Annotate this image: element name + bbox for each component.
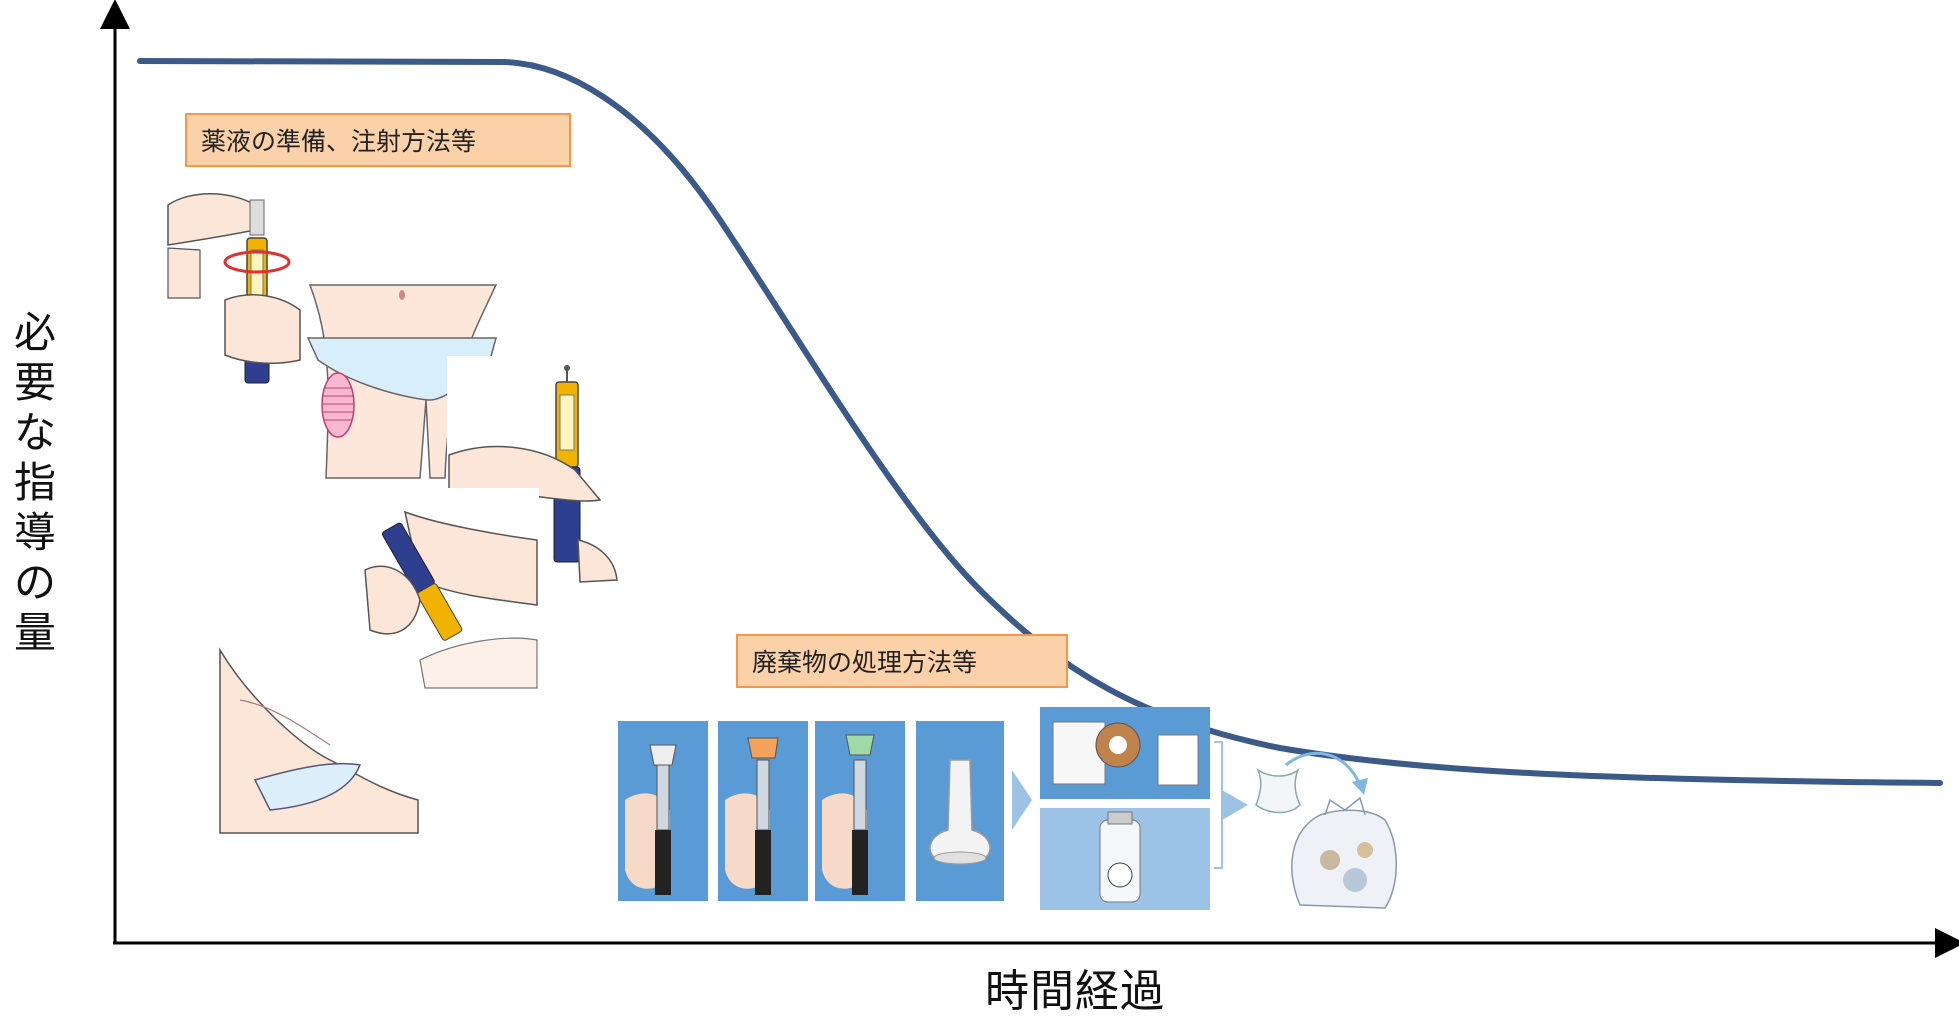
sharps-box-and-paper-box xyxy=(1040,707,1210,799)
bracket-connector xyxy=(1214,741,1223,869)
garbage-bag-icon xyxy=(1291,796,1397,909)
needle-removal-step1 xyxy=(618,721,708,901)
curved-arrow-head xyxy=(1352,778,1368,795)
preparation-callout: 薬液の準備、注射方法等 xyxy=(185,113,571,167)
wiping-skin-illustration xyxy=(218,645,419,834)
plastic-bottle-container xyxy=(1040,808,1210,910)
arrow-right-2 xyxy=(1222,790,1248,820)
hand-turning-pen-dial-illustration xyxy=(166,185,301,385)
needle-cap xyxy=(916,721,1004,901)
curved-arrow xyxy=(1285,751,1362,786)
needle-removal-step2 xyxy=(718,721,808,901)
guidance-curve xyxy=(137,58,1943,786)
arrow-right-1 xyxy=(1012,770,1032,830)
disposal-callout: 廃棄物の処理方法等 xyxy=(736,634,1068,688)
small-bag-icon xyxy=(1255,767,1301,814)
y-axis-label: 必要な指導の量 xyxy=(14,308,57,657)
x-axis-label: 時間経過 xyxy=(985,966,1165,1017)
needle-removal-step3 xyxy=(815,721,905,901)
